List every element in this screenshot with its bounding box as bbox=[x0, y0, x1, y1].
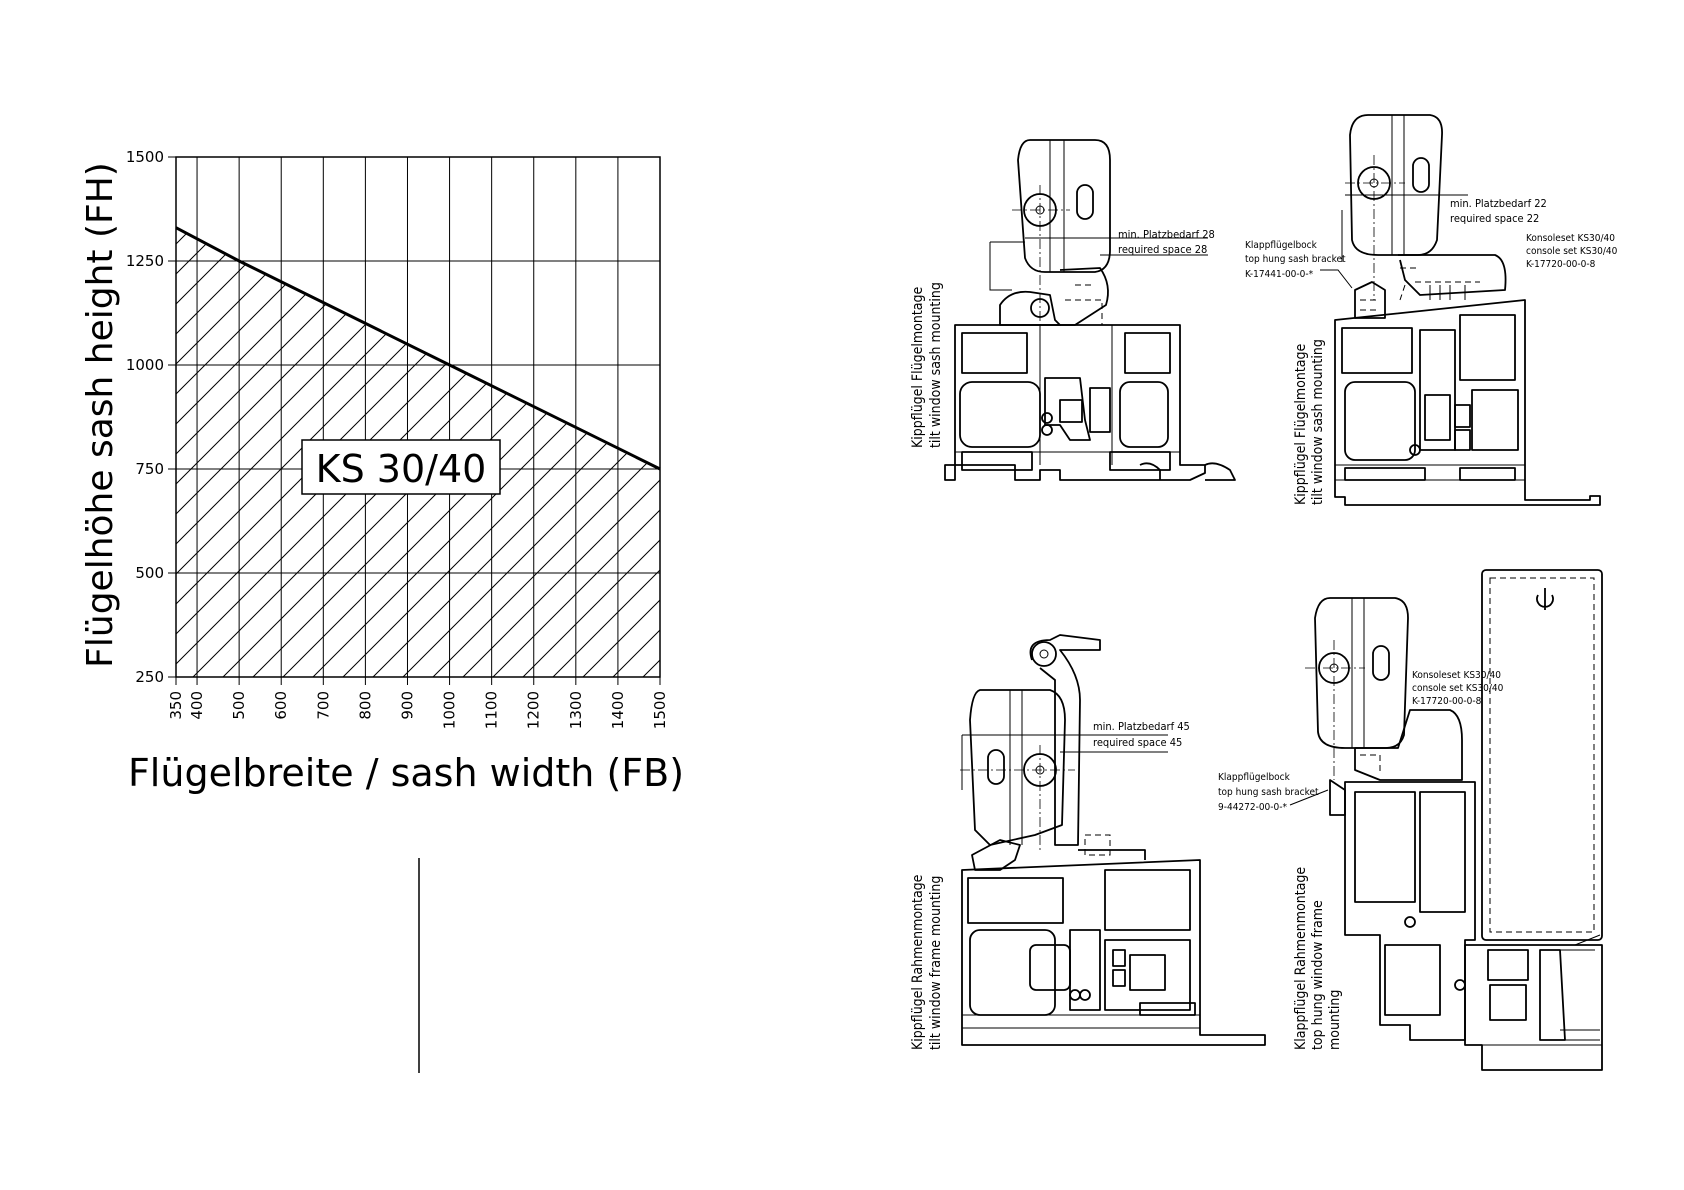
d2-console-no: K-17720-00-0-8 bbox=[1526, 259, 1596, 270]
d3-space-en: required space 45 bbox=[1093, 736, 1182, 749]
d2-bracket-no: K-17441-00-0-* bbox=[1245, 269, 1314, 280]
y-tick-label: 500 bbox=[135, 564, 164, 582]
x-tick-label: 400 bbox=[188, 691, 206, 720]
d4-subtitle-2: mounting bbox=[1327, 990, 1343, 1050]
d4-console-de: Konsoleset KS30/40 bbox=[1412, 670, 1501, 681]
d2-space-de: min. Platzbedarf 22 bbox=[1450, 197, 1547, 210]
d2-space-en: required space 22 bbox=[1450, 212, 1539, 225]
detail-tilt-sash-mounting-2: min. Platzbedarf 22 required space 22 Ko… bbox=[1245, 114, 1618, 506]
y-tick-label: 250 bbox=[135, 668, 164, 686]
y-tick-label: 750 bbox=[135, 460, 164, 478]
y-tick-label: 1000 bbox=[126, 356, 164, 374]
y-tick-labels: 250 500 750 1000 1250 1500 bbox=[126, 148, 164, 686]
x-tick-label: 1000 bbox=[441, 691, 459, 729]
d3-subtitle: tilt window frame mounting bbox=[928, 876, 944, 1050]
x-tick-label: 800 bbox=[356, 691, 374, 720]
y-tick-label: 1250 bbox=[126, 252, 164, 270]
detail-top-hung-frame-mounting: Konsoleset KS30/40 console set KS30/40 K… bbox=[1218, 569, 1603, 1071]
x-tick-label: 1300 bbox=[567, 691, 585, 729]
d4-title: Klappflügel Rahmenmontage bbox=[1293, 867, 1309, 1050]
x-tick-label: 350 bbox=[167, 691, 185, 720]
d4-bracket-en: top hung sash bracket bbox=[1218, 787, 1319, 798]
d1-space-de: min. Platzbedarf 28 bbox=[1118, 228, 1215, 241]
d3-space-de: min. Platzbedarf 45 bbox=[1093, 720, 1190, 733]
d1-space-en: required space 28 bbox=[1118, 243, 1207, 256]
d1-title: Kippflügel Flügelmontage bbox=[910, 286, 926, 448]
d2-bracket-de: Klappflügelbock bbox=[1245, 240, 1318, 251]
y-tick-label: 1500 bbox=[126, 148, 164, 166]
d4-console-no: K-17720-00-0-8 bbox=[1412, 696, 1482, 707]
d4-bracket-de: Klappflügelbock bbox=[1218, 772, 1291, 783]
x-tick-label: 700 bbox=[314, 691, 332, 720]
d1-subtitle: tilt window sash mounting bbox=[928, 282, 944, 448]
d4-subtitle: top hung window frame bbox=[1310, 900, 1326, 1050]
x-tick-label: 1200 bbox=[525, 691, 543, 729]
d3-title: Kippflügel Rahmenmontage bbox=[910, 874, 926, 1050]
x-axis-label: Flügelbreite / sash width (FB) bbox=[128, 751, 684, 795]
area-label: KS 30/40 bbox=[316, 447, 487, 491]
x-tick-label: 1400 bbox=[609, 691, 627, 729]
x-tick-label: 500 bbox=[230, 691, 248, 720]
x-tick-label: 1500 bbox=[651, 691, 669, 729]
detail-tilt-frame-mounting: min. Platzbedarf 45 required space 45 Ki… bbox=[910, 634, 1266, 1050]
x-tick-label: 600 bbox=[272, 691, 290, 720]
detail-tilt-sash-mounting: min. Platzbedarf 28 required space 28 Ki… bbox=[910, 139, 1236, 481]
d2-console-de: Konsoleset KS30/40 bbox=[1526, 233, 1615, 244]
d2-console-en: console set KS30/40 bbox=[1526, 246, 1618, 257]
d2-subtitle: tilt window sash mounting bbox=[1310, 339, 1326, 505]
d4-console-en: console set KS30/40 bbox=[1412, 683, 1504, 694]
area-label-box: KS 30/40 bbox=[301, 439, 501, 495]
y-axis-label: Flügelhöhe sash height (FH) bbox=[80, 162, 121, 668]
x-tick-label: 1100 bbox=[483, 691, 501, 729]
limit-curve bbox=[175, 226, 661, 471]
d2-bracket-en: top hung sash bracket bbox=[1245, 254, 1346, 265]
x-tick-label: 900 bbox=[398, 691, 416, 720]
d2-title: Kippflügel Flügelmontage bbox=[1293, 343, 1309, 505]
d4-bracket-no: 9-44272-00-0-* bbox=[1218, 802, 1287, 813]
